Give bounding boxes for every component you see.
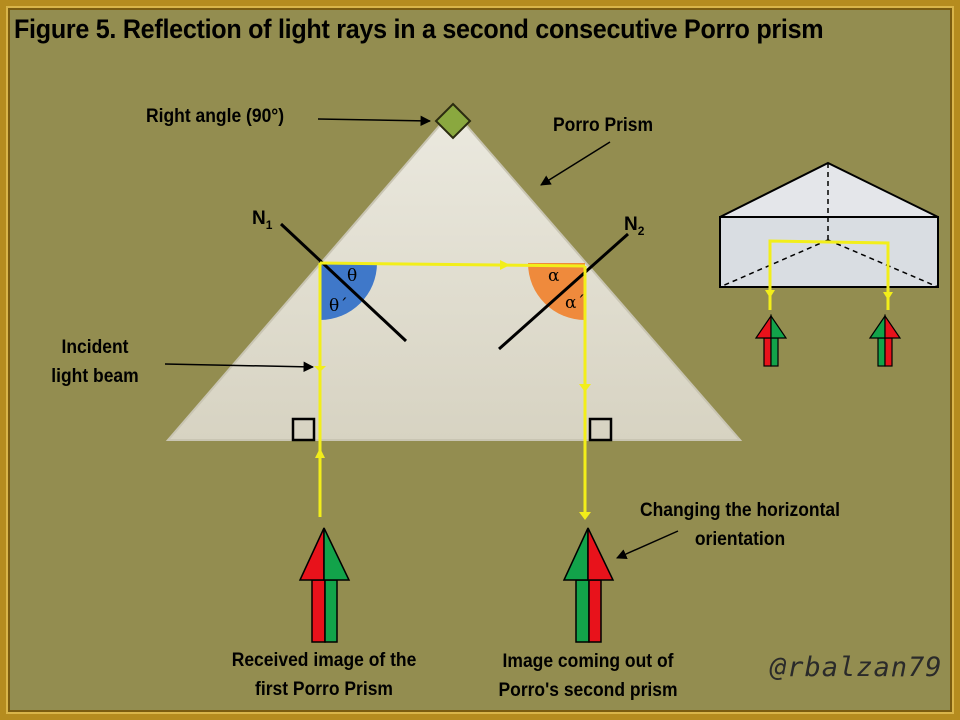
- normal-n2-label: N2: [624, 214, 645, 238]
- author-signature: @rbalzan79: [770, 652, 943, 683]
- prism-3d-inset: [719, 161, 939, 310]
- incident-beam-label: Incident light beam: [51, 337, 139, 387]
- porro-prism-pointer: [540, 141, 611, 186]
- theta-sector: [320, 263, 377, 320]
- incident-beam-pointer: [164, 361, 315, 373]
- inset-arrow-left: [754, 314, 788, 367]
- outgoing-image-arrow: [562, 527, 615, 643]
- received-image-arrow: [298, 527, 351, 643]
- main-porro-prism: [165, 108, 743, 441]
- ray-direction-markers: [314, 260, 591, 520]
- orientation-change-pointer: [616, 530, 679, 559]
- base-square-right: [588, 417, 613, 442]
- porro-prism-label: Porro Prism: [553, 115, 654, 136]
- right-angle-marker: [434, 102, 472, 140]
- theta-label: θ: [347, 266, 358, 286]
- inset-arrow-right: [868, 314, 902, 367]
- figure-title: Figure 5. Reflection of light rays in a …: [14, 14, 824, 44]
- normal-line-n2: [498, 232, 629, 351]
- alpha-sector: [528, 263, 585, 320]
- outgoing-image-label: Image coming out of Porro's second prism: [498, 651, 678, 701]
- right-angle-pointer: [317, 115, 432, 127]
- orientation-change-label: Changing the horizontal orientation: [639, 500, 841, 550]
- alpha-prime-label: α´: [565, 293, 585, 313]
- received-image-label: Received image of the first Porro Prism: [231, 650, 417, 700]
- alpha-label: α: [548, 266, 560, 286]
- base-square-left: [291, 417, 316, 442]
- right-angle-label: Right angle (90°): [146, 106, 285, 127]
- theta-prime-label: θ´: [329, 296, 348, 316]
- normal-n1-label: N1: [252, 208, 273, 232]
- normal-line-n1: [279, 222, 408, 343]
